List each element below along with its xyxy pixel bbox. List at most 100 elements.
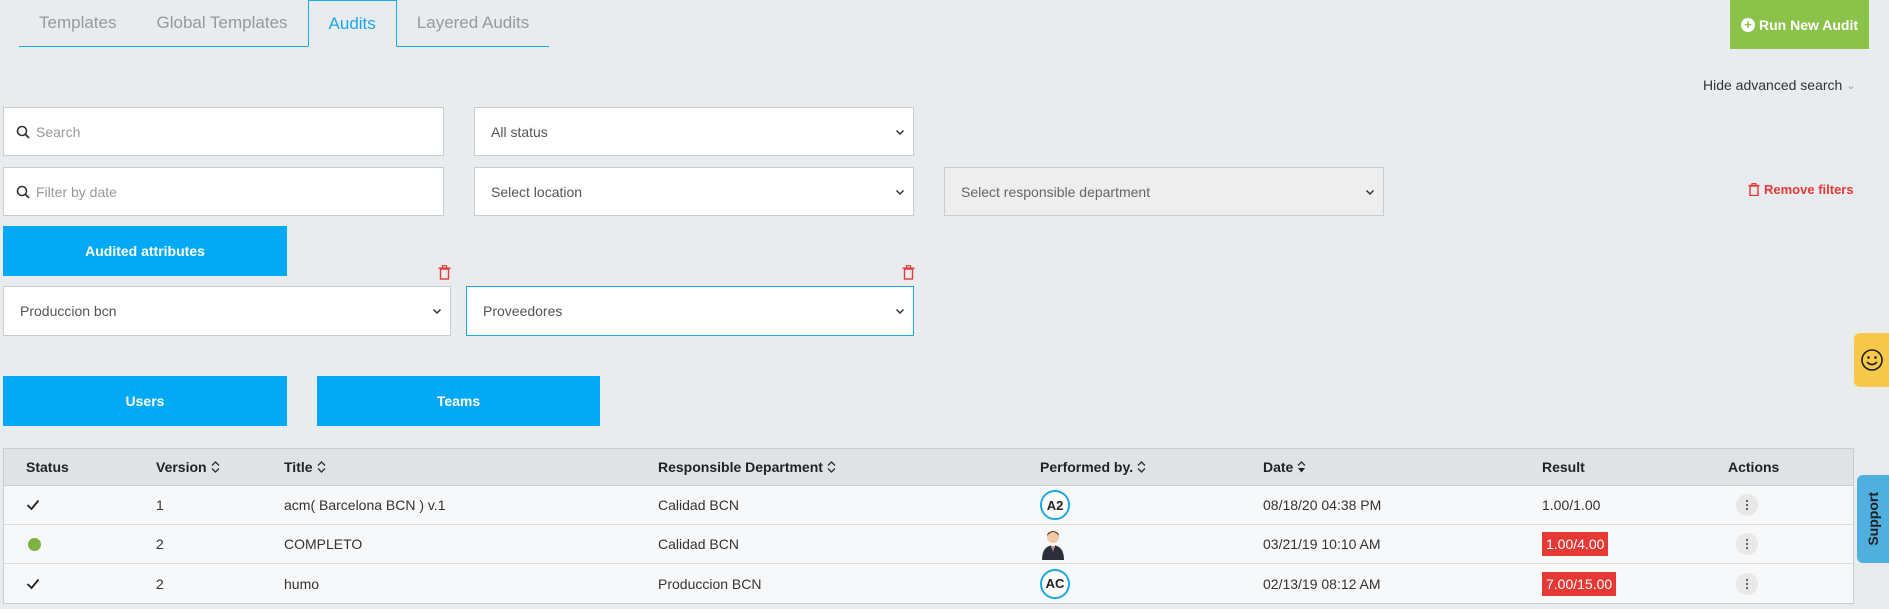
in-progress-status-icon bbox=[28, 537, 41, 551]
column-header-department[interactable]: Responsible Department bbox=[658, 449, 1040, 485]
chevron-down-icon bbox=[1365, 189, 1375, 195]
kebab-icon bbox=[1745, 578, 1749, 589]
column-header-title[interactable]: Title bbox=[284, 449, 658, 485]
remove-filters-label: Remove filters bbox=[1764, 182, 1854, 197]
kebab-icon bbox=[1745, 538, 1749, 550]
teams-button[interactable]: Teams bbox=[317, 376, 600, 426]
column-header-label: Title bbox=[284, 459, 313, 475]
status-cell bbox=[4, 525, 156, 563]
column-header-label: Date bbox=[1263, 459, 1294, 475]
chevron-down-icon bbox=[895, 308, 905, 315]
version-cell: 1 bbox=[156, 497, 164, 513]
avatar[interactable]: A2 bbox=[1040, 490, 1070, 520]
tab-templates[interactable]: Templates bbox=[39, 13, 117, 32]
performer-cell bbox=[1040, 525, 1263, 563]
title-cell: humo bbox=[284, 575, 320, 592]
attribute-select-1[interactable]: Produccion bcn bbox=[3, 286, 451, 336]
status-select[interactable]: All status bbox=[474, 107, 914, 156]
audits-table: Status Version Title Responsible Departm… bbox=[3, 448, 1854, 604]
smiley-icon bbox=[1860, 349, 1883, 371]
status-cell bbox=[4, 486, 156, 524]
avatar[interactable]: AC bbox=[1040, 568, 1070, 599]
attribute-select-1-value: Produccion bcn bbox=[20, 303, 117, 319]
tab-bar: Templates Global Templates Audits Layere… bbox=[19, 0, 550, 47]
department-select[interactable]: Select responsible department bbox=[944, 167, 1384, 216]
advanced-search-label: Hide advanced search bbox=[1703, 77, 1843, 93]
column-header-performed-by[interactable]: Performed by. bbox=[1040, 449, 1263, 485]
column-header-version[interactable]: Version bbox=[156, 449, 284, 485]
table-header: Status Version Title Responsible Departm… bbox=[4, 449, 1853, 486]
hide-advanced-search-toggle[interactable]: Hide advanced search ⌄ bbox=[1703, 77, 1856, 93]
sort-icon bbox=[317, 461, 326, 473]
check-icon bbox=[26, 499, 40, 511]
actions-cell bbox=[1728, 564, 1848, 603]
chevron-down-icon bbox=[895, 189, 905, 195]
sort-icon bbox=[827, 461, 836, 473]
attribute-select-2[interactable]: Proveedores bbox=[466, 286, 914, 336]
result-badge: 7.00/15.00 bbox=[1542, 571, 1617, 596]
sort-desc-icon bbox=[1297, 461, 1306, 473]
attribute-select-2-value: Proveedores bbox=[483, 303, 563, 319]
table-row[interactable]: 1 acm( Barcelona BCN ) v.1 Calidad BCN A… bbox=[4, 486, 1853, 525]
trash-icon[interactable] bbox=[902, 265, 915, 280]
date-filter-placeholder: Filter by date bbox=[36, 183, 117, 200]
tab-layered-audits[interactable]: Layered Audits bbox=[416, 13, 530, 32]
result-cell: 1.00/1.00 bbox=[1542, 486, 1728, 524]
table-row[interactable]: 2 COMPLETO Calidad BCN 03/21/19 10:10 AM… bbox=[4, 525, 1853, 564]
tab-global-templates[interactable]: Global Templates bbox=[156, 13, 288, 32]
search-input[interactable]: Search bbox=[3, 107, 444, 156]
trash-icon bbox=[1748, 183, 1760, 196]
search-placeholder: Search bbox=[36, 123, 81, 140]
column-header-status: Status bbox=[4, 449, 156, 485]
department-select-value: Select responsible department bbox=[961, 183, 1151, 200]
performer-cell: AC bbox=[1040, 564, 1263, 603]
column-header-label: Status bbox=[26, 459, 69, 475]
run-new-audit-button[interactable]: + Run New Audit bbox=[1730, 0, 1869, 49]
column-header-actions: Actions bbox=[1728, 449, 1848, 485]
remove-filters-link[interactable]: Remove filters bbox=[1748, 182, 1854, 197]
result-value: 1.00/1.00 bbox=[1542, 497, 1601, 513]
version-cell: 2 bbox=[156, 575, 164, 592]
status-cell bbox=[4, 564, 156, 603]
location-select[interactable]: Select location bbox=[474, 167, 914, 216]
sort-icon bbox=[211, 461, 220, 473]
trash-icon[interactable] bbox=[438, 265, 451, 280]
date-cell: 08/18/20 04:38 PM bbox=[1263, 497, 1382, 513]
audited-attributes-button[interactable]: Audited attributes bbox=[3, 226, 287, 276]
result-cell: 7.00/15.00 bbox=[1542, 564, 1728, 603]
result-badge: 1.00/4.00 bbox=[1542, 532, 1609, 556]
location-select-value: Select location bbox=[491, 183, 583, 200]
more-actions-button[interactable] bbox=[1736, 572, 1758, 595]
more-actions-button[interactable] bbox=[1736, 533, 1758, 555]
support-tab[interactable]: Support bbox=[1857, 475, 1889, 563]
column-header-date[interactable]: Date bbox=[1263, 449, 1542, 485]
version-cell: 2 bbox=[156, 536, 164, 552]
kebab-icon bbox=[1745, 499, 1749, 511]
column-header-result: Result bbox=[1542, 449, 1728, 485]
table-row[interactable]: 2 humo Produccion BCN AC 02/13/19 08:12 … bbox=[4, 564, 1853, 603]
plus-circle-icon: + bbox=[1740, 17, 1755, 32]
run-new-audit-label: Run New Audit bbox=[1758, 16, 1859, 33]
title-cell: acm( Barcelona BCN ) v.1 bbox=[284, 497, 446, 513]
chevron-down-icon bbox=[432, 308, 442, 315]
feedback-tab[interactable] bbox=[1854, 333, 1889, 387]
more-actions-button[interactable] bbox=[1736, 494, 1758, 516]
users-button[interactable]: Users bbox=[3, 376, 287, 426]
status-select-value: All status bbox=[491, 123, 548, 140]
column-header-label: Actions bbox=[1728, 459, 1780, 475]
chevron-down-icon: ⌄ bbox=[1846, 79, 1856, 92]
support-label: Support bbox=[1865, 492, 1881, 546]
search-icon bbox=[16, 185, 30, 199]
column-header-label: Result bbox=[1542, 459, 1585, 475]
date-filter-input[interactable]: Filter by date bbox=[3, 167, 444, 216]
user-photo-avatar[interactable] bbox=[1040, 528, 1066, 560]
result-cell: 1.00/4.00 bbox=[1542, 525, 1728, 563]
actions-cell bbox=[1728, 525, 1848, 563]
department-cell: Calidad BCN bbox=[658, 497, 739, 513]
title-cell: COMPLETO bbox=[284, 536, 363, 552]
actions-cell bbox=[1728, 486, 1848, 524]
date-cell: 02/13/19 08:12 AM bbox=[1263, 575, 1381, 592]
tab-audits[interactable]: Audits bbox=[307, 0, 397, 47]
performer-cell: A2 bbox=[1040, 486, 1263, 524]
date-cell: 03/21/19 10:10 AM bbox=[1263, 536, 1381, 552]
